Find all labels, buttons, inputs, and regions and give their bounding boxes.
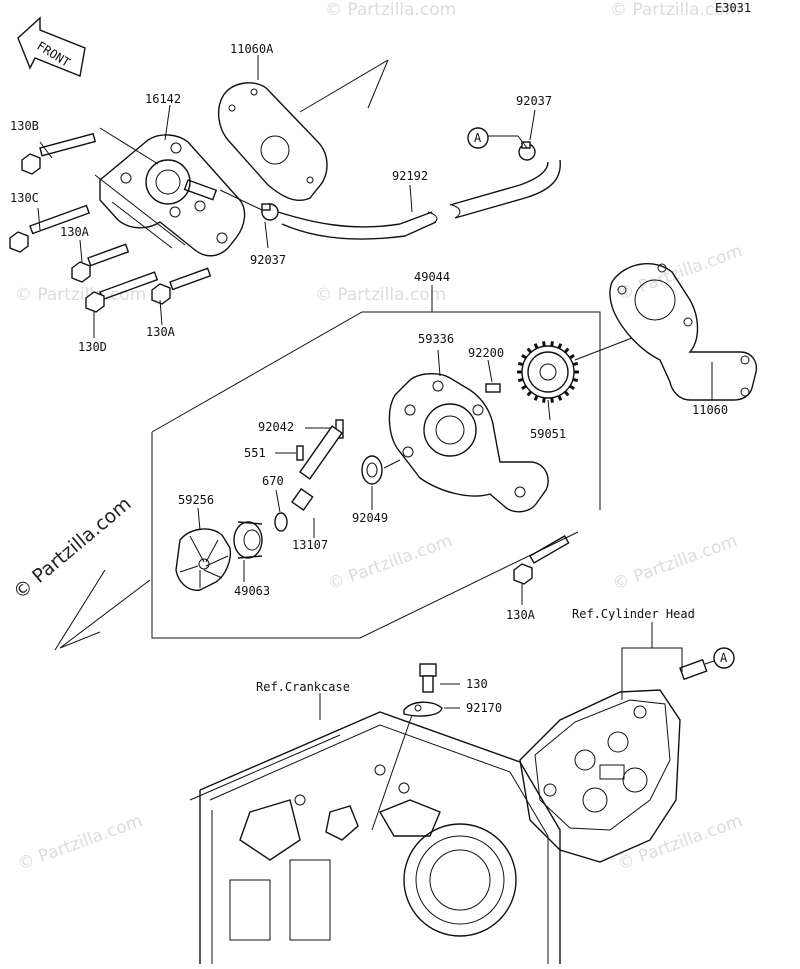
water-pump-cover-16142 [99,134,246,257]
assembly-box-49044 [151,311,601,510]
o-ring-670 [274,512,288,532]
gear-tooth [533,343,539,349]
callout-59336: 59336 [418,332,454,346]
pin-551 [296,445,304,461]
watermark-main: © Partzilla.com [9,493,135,604]
watermark: © Partzilla.com [610,0,741,20]
gear-tooth [533,395,539,401]
hose-92192 [277,211,433,228]
gear-tooth [569,353,575,360]
bolt-130A-lower [151,267,212,305]
diagram-id: E3031 [715,1,751,15]
callout-130D: 130D [78,340,107,354]
gear-tooth [572,377,579,383]
impeller-59256 [175,528,232,591]
gear-tooth [550,397,554,403]
gear-tooth [572,361,579,367]
watermark: © Partzilla.com [325,0,456,20]
oil-seal-92049 [361,455,383,485]
callout-49044: 49044 [414,270,450,284]
watermark: © Partzilla.com [15,811,145,875]
callout-16142: 16142 [145,92,181,106]
callout-labels: 11060A 16142 130B 130C 130A 130D 130A 92… [10,42,728,715]
callout-130B: 130B [10,119,39,133]
gear-tooth [542,341,546,347]
gear-tooth [526,347,533,354]
washer-92170 [403,701,443,717]
gear-tooth [521,353,527,360]
callout-130A-3: 130A [506,608,536,622]
callout-92192: 92192 [392,169,428,183]
ref-cylinder-head-label: Ref.Cylinder Head [572,607,695,621]
bolt-130A-upper [71,243,130,283]
callout-92049: 92049 [352,511,388,525]
cylinder-head [519,689,681,863]
callout-92170: 92170 [466,701,502,715]
callout-130A-2: 130A [146,325,176,339]
callout-11060: 11060 [692,403,728,417]
callout-49063: 49063 [234,584,270,598]
watermark: © Partzilla.com [325,531,455,595]
reference-marker-A [467,127,489,149]
watermark-layer: © Partzilla.com © Partzilla.com © Partzi… [9,0,745,875]
bolt-130 [419,663,437,693]
watermark: © Partzilla.com [610,531,740,595]
gear-tooth [517,361,524,367]
gear-tooth [557,343,563,349]
callout-A-1: A [474,131,482,145]
bolt-130A-pump [513,535,570,585]
callout-59051: 59051 [530,427,566,441]
gear-tooth [526,390,533,397]
gasket-11060A [217,82,328,202]
callout-A-2: A [720,651,728,665]
callout-92037-1: 92037 [250,253,286,267]
gear-tooth [563,347,570,354]
callout-551: 551 [244,446,266,460]
gear-tooth [542,397,546,403]
mechanical-seal-49063 [233,521,263,559]
impeller-gear-59051 [517,341,579,403]
crankcase [189,711,561,964]
front-arrow-icon: FRONT [17,16,86,77]
bolt-130B [21,132,97,175]
gear-tooth [517,377,524,383]
callout-130C: 130C [10,191,39,205]
impeller-shaft-13107 [291,425,343,512]
gear-tooth [557,395,563,401]
watermark: © Partzilla.com [15,285,146,305]
water-pump-body-59336 [388,373,549,513]
watermark: © Partzilla.com [615,241,745,305]
gear-tooth [569,384,575,391]
watermark: © Partzilla.com [315,285,446,305]
callout-59256: 59256 [178,493,214,507]
gear-tooth [563,390,570,397]
callout-92037-2: 92037 [516,94,552,108]
pin-92200 [485,383,501,393]
gear-tooth [550,341,554,347]
bolt-130C [9,204,91,253]
callout-130: 130 [466,677,488,691]
callout-13107: 13107 [292,538,328,552]
watermark: © Partzilla.com [615,811,745,875]
ref-crankcase-label: Ref.Crankcase [256,680,350,694]
fitting-A [679,658,708,681]
callout-92042: 92042 [258,420,294,434]
callout-130A-1: 130A [60,225,90,239]
callout-11060A: 11060A [230,42,274,56]
bolt-130D [85,271,159,313]
hose-clamp-92037 [261,203,279,221]
gear-tooth [521,384,527,391]
callout-92200: 92200 [468,346,504,360]
reference-marker-A [713,647,735,669]
hose-clamp-92037-upper [518,141,536,161]
callout-670: 670 [262,474,284,488]
